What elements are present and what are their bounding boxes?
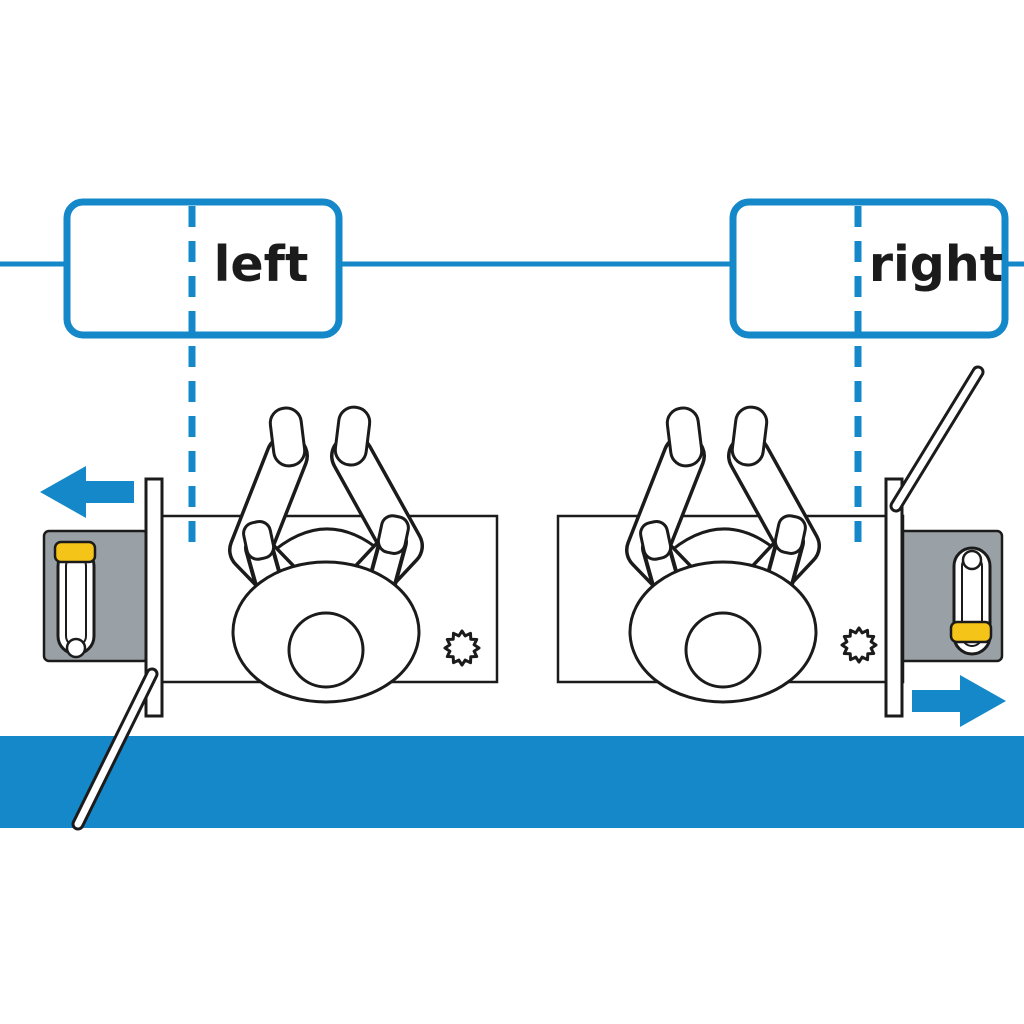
plank-left [144,477,164,718]
handle-pin-left [65,637,87,659]
label-tag-right [729,198,1009,339]
rod-left [74,670,156,828]
scalloped-knob-icon-right [840,626,878,664]
plank-right [884,477,904,718]
handle-cap-left [53,540,97,564]
scalloped-knob-icon-left [443,629,481,667]
figure-right [556,365,1006,727]
arrow-right-icon [912,675,1006,727]
label-right: right [869,236,1003,293]
arrow-left-icon [40,466,134,518]
label-left: left [214,236,309,293]
water-band [0,736,1024,828]
handle-cap-right [949,620,993,644]
figure-left [40,405,499,831]
handle-pin-right [961,549,983,571]
rod-right [892,368,982,510]
label-tag-left [63,198,343,339]
